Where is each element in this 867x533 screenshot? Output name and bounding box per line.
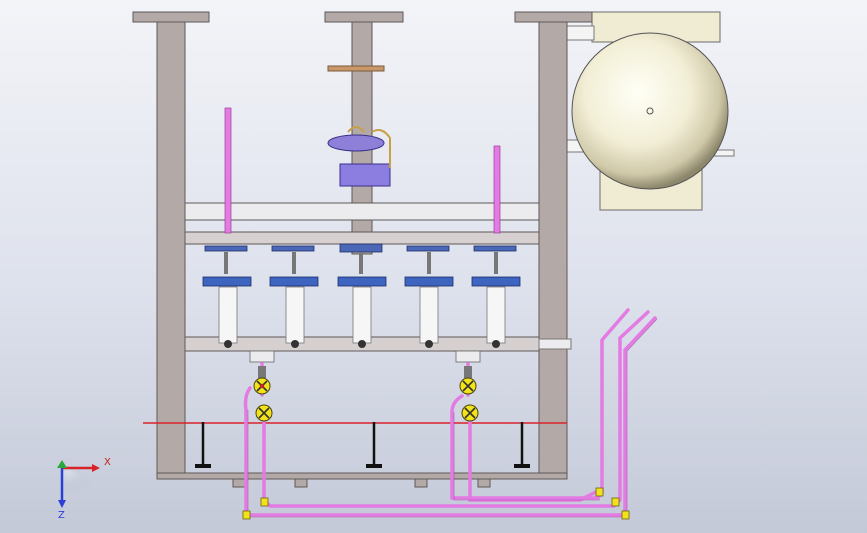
motor-cable: [347, 126, 391, 168]
valve-icon[interactable]: [253, 366, 271, 395]
pipe-segment[interactable]: [243, 316, 657, 517]
valve-icon[interactable]: [459, 366, 477, 395]
beam-extension: [538, 338, 572, 350]
valve-icon[interactable]: [255, 404, 273, 422]
motor-upper-housing: [327, 134, 385, 152]
valve-icon[interactable]: [461, 404, 479, 422]
pipe-segment[interactable]: [468, 418, 598, 502]
cylinder-row[interactable]: [202, 243, 521, 348]
left-column: [156, 21, 186, 478]
spherical-tank-icon[interactable]: [571, 32, 729, 190]
tank-port: [646, 107, 654, 115]
center-top-flange: [324, 11, 404, 23]
cylinder-mount-beam: [184, 231, 540, 245]
left-top-flange: [132, 11, 210, 23]
base-foot: [294, 478, 308, 488]
tank-upper-support: [565, 25, 595, 41]
main-frame[interactable]: [132, 11, 593, 488]
cylinder-icon[interactable]: [337, 243, 387, 348]
spherical-tank-assembly[interactable]: [565, 11, 735, 211]
manifold-block-right: [455, 350, 481, 363]
pipe-joints: [242, 487, 630, 520]
right-column: [538, 21, 568, 478]
base-beam: [156, 472, 568, 480]
base-foot: [232, 478, 246, 488]
axis-triad-icon: [57, 460, 100, 508]
drive-pulley: [327, 65, 385, 72]
right-top-flange: [514, 11, 593, 23]
cylinder-icon[interactable]: [404, 245, 454, 348]
upper-platform: [184, 202, 540, 221]
y-axis-arrow: [57, 460, 67, 468]
coordinate-triad: X Z: [40, 452, 120, 527]
cylinder-icon[interactable]: [269, 245, 319, 348]
base-foot: [477, 478, 491, 488]
cylinder-icon[interactable]: [471, 245, 521, 348]
cylinder-icon[interactable]: [202, 245, 252, 348]
vertical-pipe-left[interactable]: [224, 107, 232, 234]
motor-body: [339, 163, 391, 187]
z-axis-label: Z: [58, 510, 65, 521]
base-foot: [414, 478, 428, 488]
manifold-block-left: [249, 350, 275, 363]
floor-supports: [195, 422, 530, 468]
vertical-pipe-right[interactable]: [493, 145, 501, 234]
motor-icon[interactable]: [327, 65, 391, 187]
x-axis-label: X: [104, 457, 111, 468]
